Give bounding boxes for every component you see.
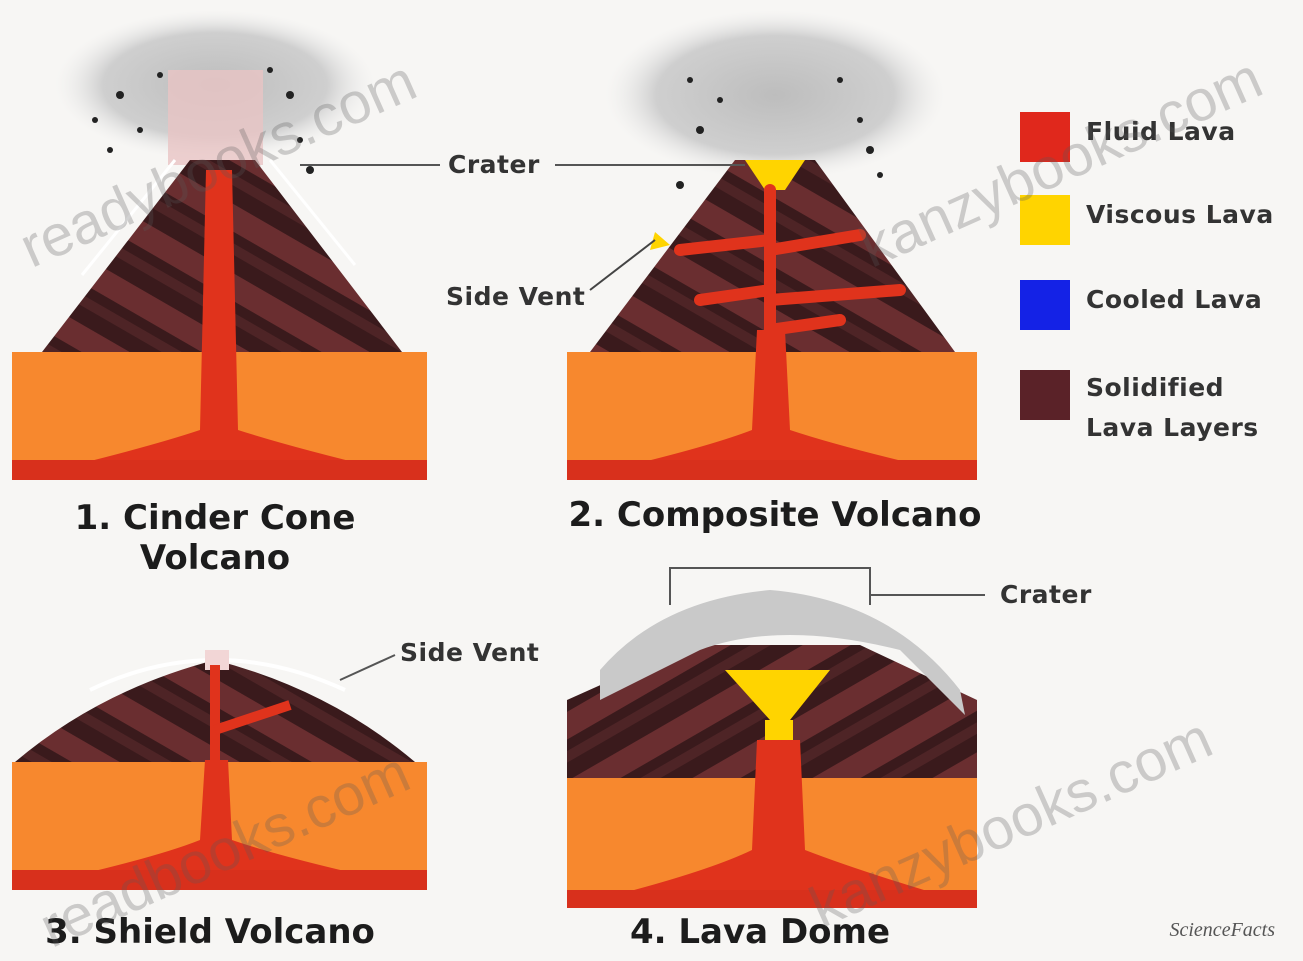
legend-item-viscous-lava: Viscous Lava xyxy=(1020,195,1274,245)
legend-label: Solidified Lava Layers xyxy=(1086,368,1259,448)
legend-label: Viscous Lava xyxy=(1086,195,1274,235)
title-composite: 2. Composite Volcano xyxy=(530,495,1020,535)
credit-logo: ScienceFacts xyxy=(1170,919,1276,942)
legend-label: Cooled Lava xyxy=(1086,280,1262,320)
label-crater-cinder: Crater xyxy=(448,150,540,179)
legend-swatch xyxy=(1020,370,1070,420)
legend-item-cooled-lava: Cooled Lava xyxy=(1020,280,1262,330)
label-crater-dome: Crater xyxy=(1000,580,1092,609)
legend-swatch xyxy=(1020,280,1070,330)
title-cinder-cone: 1. Cinder Cone Volcano xyxy=(40,498,390,578)
legend-item-solidified-lava: Solidified Lava Layers xyxy=(1020,368,1259,448)
label-side-vent-composite: Side Vent xyxy=(446,282,585,311)
label-side-vent-shield: Side Vent xyxy=(400,638,539,667)
